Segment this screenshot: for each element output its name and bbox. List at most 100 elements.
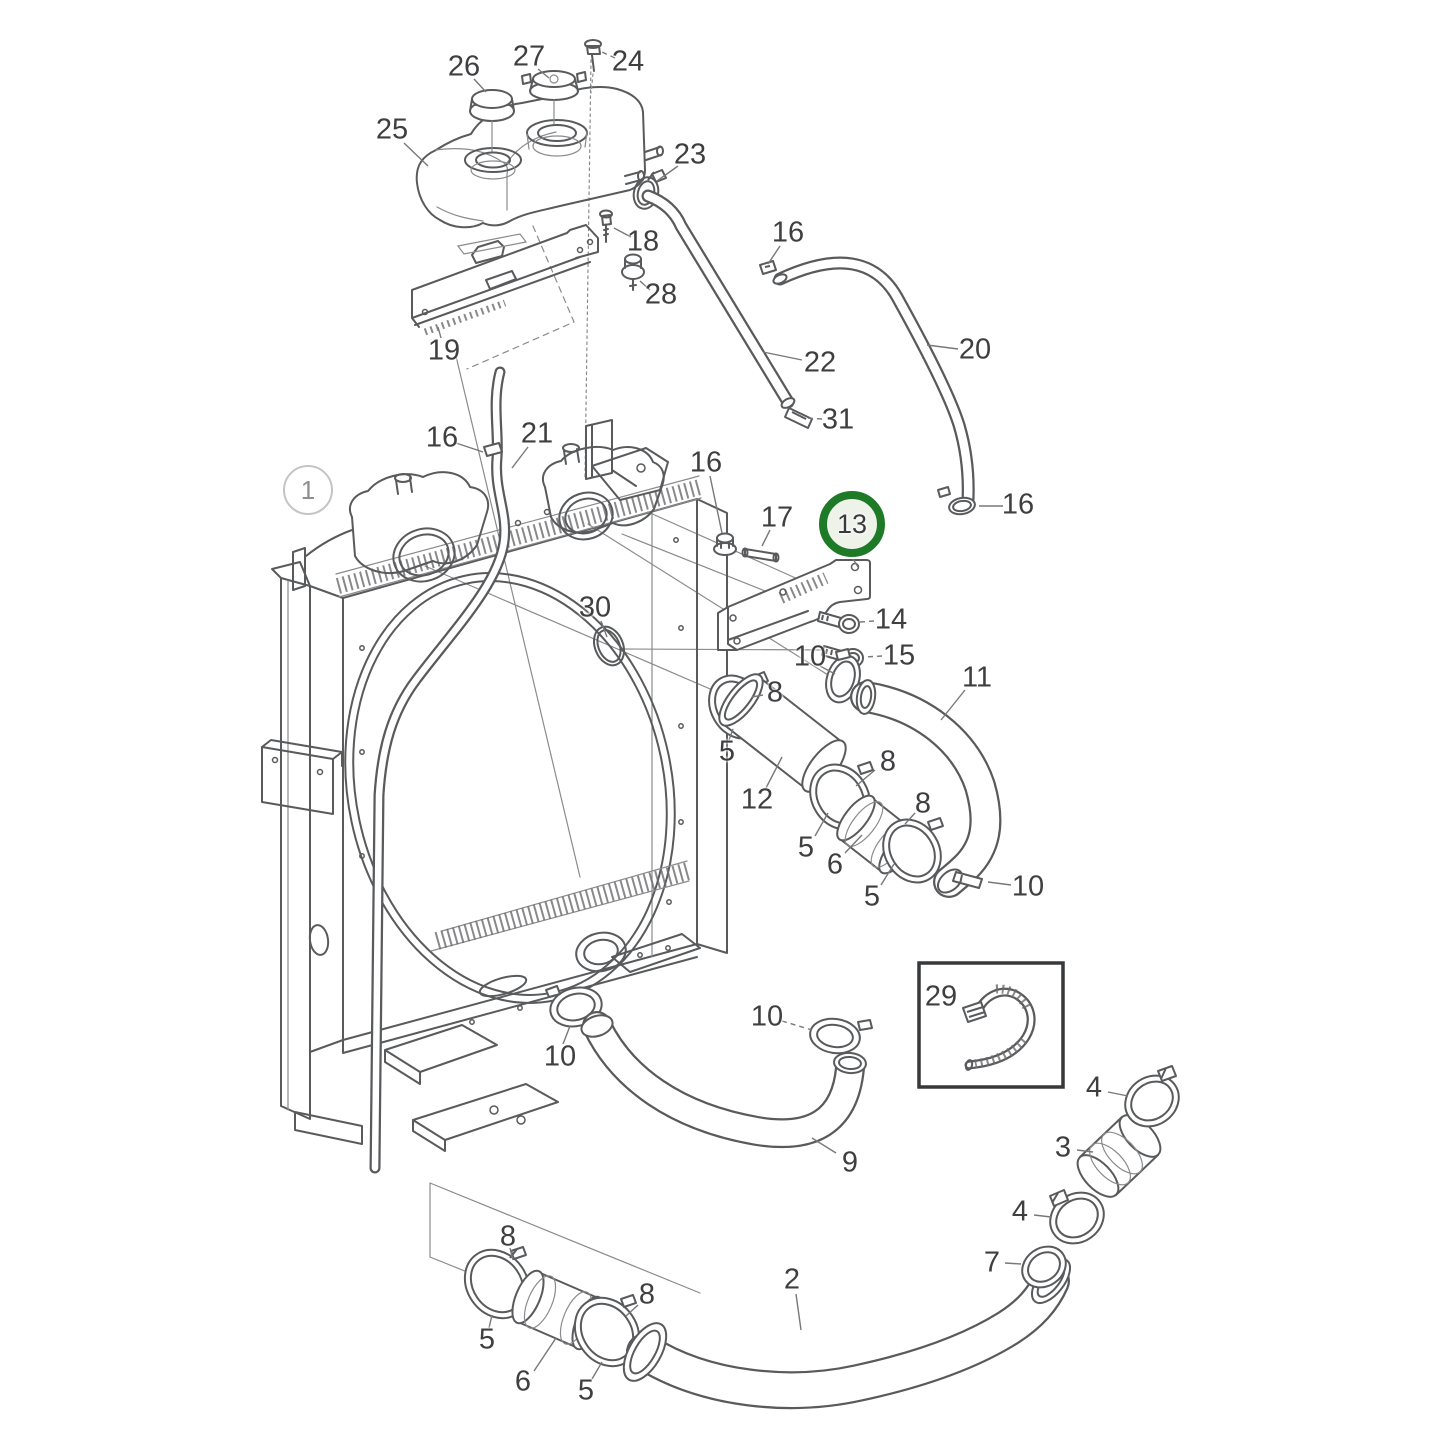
callout-19[interactable]: 19 bbox=[427, 334, 461, 367]
callout-22[interactable]: 22 bbox=[803, 346, 837, 379]
callout-21[interactable]: 21 bbox=[520, 417, 554, 450]
left-inlet-housing bbox=[349, 471, 489, 575]
leader-line-5 bbox=[880, 863, 895, 886]
bolt-14 bbox=[817, 611, 860, 634]
callout-27[interactable]: 27 bbox=[512, 40, 546, 73]
leader-line-16 bbox=[709, 475, 723, 534]
radiator-core-fins bbox=[335, 479, 703, 594]
callout-6[interactable]: 6 bbox=[514, 1365, 532, 1398]
tank-bracket-19 bbox=[411, 224, 599, 328]
callout-3[interactable]: 3 bbox=[1054, 1131, 1072, 1164]
expansion-tank-25 bbox=[415, 86, 646, 229]
callout-17[interactable]: 17 bbox=[760, 501, 794, 534]
callout-16[interactable]: 16 bbox=[425, 421, 459, 454]
hose-2-group bbox=[429, 1065, 1180, 1410]
leader-line-8 bbox=[751, 694, 764, 698]
callout-13-highlight[interactable]: 13 bbox=[819, 491, 885, 557]
leader-line-5 bbox=[728, 728, 734, 741]
callout-8[interactable]: 8 bbox=[766, 676, 784, 709]
leader-line-20 bbox=[926, 344, 959, 350]
callout-15[interactable]: 15 bbox=[882, 639, 916, 672]
sleeve-3 bbox=[1076, 1114, 1162, 1198]
callout-10[interactable]: 10 bbox=[1011, 870, 1045, 903]
mounting-plate bbox=[611, 933, 701, 973]
leader-line-16 bbox=[767, 245, 781, 265]
callout-11[interactable]: 11 bbox=[961, 661, 993, 694]
callout-5[interactable]: 5 bbox=[797, 831, 815, 864]
expansion-tank-group bbox=[411, 39, 667, 336]
clip-31 bbox=[784, 407, 813, 429]
callout-5[interactable]: 5 bbox=[577, 1374, 595, 1407]
leader-line-22 bbox=[762, 351, 803, 361]
callout-5[interactable]: 5 bbox=[718, 735, 736, 768]
bracket-13-group bbox=[713, 532, 871, 668]
callout-25[interactable]: 25 bbox=[375, 113, 409, 146]
callout-10[interactable]: 10 bbox=[793, 640, 827, 673]
inset-box bbox=[917, 961, 1065, 1089]
callout-16[interactable]: 16 bbox=[1001, 488, 1035, 521]
callout-9[interactable]: 9 bbox=[841, 1146, 859, 1179]
callout-1-circled[interactable]: 1 bbox=[283, 465, 333, 515]
ring-7 bbox=[1021, 1245, 1067, 1289]
callout-14[interactable]: 14 bbox=[874, 603, 908, 636]
callout-6[interactable]: 6 bbox=[826, 848, 844, 881]
leader-line-5 bbox=[814, 812, 829, 837]
callout-5[interactable]: 5 bbox=[478, 1323, 496, 1356]
callout-10[interactable]: 10 bbox=[750, 1000, 784, 1033]
leader-line-9 bbox=[811, 1137, 837, 1154]
callout-16[interactable]: 16 bbox=[689, 446, 723, 479]
clamp-8 bbox=[882, 817, 944, 884]
callout-7[interactable]: 7 bbox=[983, 1246, 1001, 1279]
leader-line-7 bbox=[1004, 1262, 1022, 1265]
callout-5[interactable]: 5 bbox=[863, 880, 881, 913]
callout-10[interactable]: 10 bbox=[543, 1040, 577, 1073]
callout-20[interactable]: 20 bbox=[958, 333, 992, 366]
leader-line-10 bbox=[562, 1025, 571, 1045]
callout-23[interactable]: 23 bbox=[673, 138, 707, 171]
callout-28[interactable]: 28 bbox=[644, 278, 678, 311]
mounting-foot bbox=[384, 1024, 498, 1085]
leader-line-30 bbox=[600, 620, 608, 638]
callout-24[interactable]: 24 bbox=[611, 45, 645, 78]
leader-line-15 bbox=[863, 655, 883, 658]
callout-8[interactable]: 8 bbox=[638, 1278, 656, 1311]
leader-line-10 bbox=[819, 665, 836, 675]
drain-tube-21 bbox=[369, 366, 511, 1174]
clamp-5 bbox=[573, 1294, 641, 1368]
leader-line-4 bbox=[1033, 1214, 1052, 1218]
leader-line-8 bbox=[625, 1304, 639, 1317]
leader-line-11 bbox=[940, 689, 966, 721]
callout-2[interactable]: 2 bbox=[783, 1263, 801, 1296]
leader-line-2 bbox=[795, 1293, 802, 1331]
callout-4[interactable]: 4 bbox=[1085, 1071, 1103, 1104]
pressure-cap-27 bbox=[521, 70, 587, 125]
callout-31[interactable]: 31 bbox=[821, 403, 855, 436]
callout-18[interactable]: 18 bbox=[626, 225, 660, 258]
callout-8[interactable]: 8 bbox=[499, 1220, 517, 1253]
leader-line-6 bbox=[844, 834, 863, 854]
leader-line-31 bbox=[805, 417, 823, 420]
callout-16[interactable]: 16 bbox=[771, 216, 805, 249]
leader-line-6 bbox=[533, 1337, 557, 1372]
callout-30[interactable]: 30 bbox=[578, 591, 612, 624]
callout-12[interactable]: 12 bbox=[740, 783, 774, 816]
top-right-bracket bbox=[591, 447, 669, 501]
callout-8[interactable]: 8 bbox=[879, 745, 897, 778]
leader-line-17 bbox=[761, 529, 771, 547]
leader-line-13 bbox=[852, 558, 859, 568]
hose-12-group bbox=[708, 671, 944, 884]
callout-8[interactable]: 8 bbox=[914, 787, 932, 820]
callout-26[interactable]: 26 bbox=[447, 50, 481, 83]
clamp-4 bbox=[1049, 1189, 1105, 1245]
hose-11-group bbox=[825, 648, 1002, 898]
leader-line-23 bbox=[656, 165, 679, 182]
pin-17 bbox=[741, 547, 780, 563]
hose-9-group bbox=[545, 985, 873, 1149]
nut-16 bbox=[713, 532, 737, 556]
leader-lines bbox=[403, 51, 1129, 1380]
callout-29[interactable]: 29 bbox=[924, 980, 958, 1013]
leader-line-8 bbox=[509, 1247, 514, 1261]
callout-4[interactable]: 4 bbox=[1011, 1195, 1029, 1228]
